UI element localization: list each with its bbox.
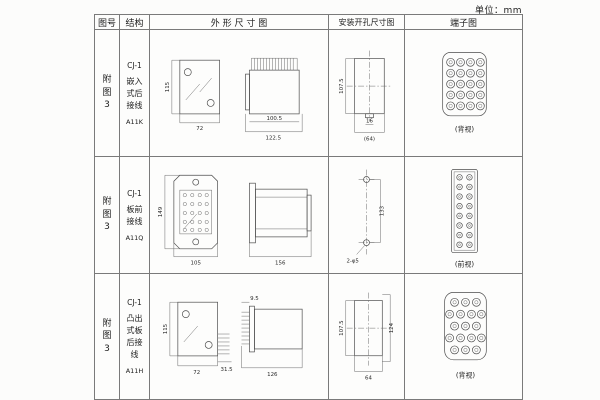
- pointer-line: [185, 83, 200, 100]
- row2-fig-cell: 附图3: [95, 157, 120, 274]
- row2-terminal-drawing: (前视): [451, 168, 478, 268]
- dim-107-5-label: 107.5: [339, 320, 345, 335]
- header-structure: 结构: [120, 15, 150, 30]
- dim-126-label: 126: [267, 371, 278, 377]
- header-fig-no: 图号: [95, 15, 120, 30]
- row2-terminal-cell: (前视): [405, 157, 523, 274]
- terminal-strip-outline: [451, 168, 478, 253]
- row3-terminal-drawing: (背视): [444, 291, 487, 379]
- flange: [249, 182, 256, 243]
- row1-install-drawing: 107.5 16 (64): [339, 50, 393, 142]
- row3-terminal-cell: (背视): [405, 274, 523, 400]
- notch: [365, 112, 374, 118]
- mounting-hole-icon: [192, 238, 200, 245]
- row1-terminal-cell: (背视): [405, 30, 523, 157]
- dim-16-label: 16: [366, 118, 373, 124]
- row1-fig-label: 附图3: [102, 75, 112, 111]
- row2-install-cell: 133 2-φ5: [329, 157, 405, 274]
- flange: [245, 73, 250, 110]
- leader-line: [356, 244, 365, 255]
- row2-structure-cell: CJ-1 板前接线 A11Q: [120, 157, 150, 274]
- dim-149-label: 149: [158, 206, 164, 217]
- row2-model: CJ-1: [127, 188, 142, 198]
- screw-hole-icon: [181, 309, 190, 318]
- header-outline-dims: 外 形 尺 寸 图: [150, 15, 329, 30]
- screw-hole-icon: [204, 340, 213, 349]
- screw-hole-icon: [206, 98, 215, 107]
- dim-115-label: 115: [163, 323, 169, 333]
- row3-structure-text: 凸出式板后接线: [126, 314, 143, 359]
- row1-structure-cell: CJ-1 嵌入式后接线 A11K: [120, 30, 150, 157]
- dim-124-label: 124: [389, 322, 395, 333]
- spec-table: 图号 结构 外 形 尺 寸 图 安装开孔尺寸图 端子图 附图3 CJ-1 嵌入式…: [94, 14, 523, 400]
- dim-122-5-label: 122.5: [265, 135, 281, 141]
- row3-fig-cell: 附图3: [95, 274, 120, 400]
- dim-105-label: 105: [191, 260, 201, 266]
- dim-31-5-label: 31.5: [220, 366, 232, 372]
- dim-115-label: 115: [165, 81, 171, 91]
- dim-72-label: 72: [196, 125, 203, 131]
- unit-label: 单位：mm: [474, 6, 522, 16]
- row1-outline-drawing: 115 72: [165, 57, 303, 141]
- hole-callout-label: 2-φ5: [346, 258, 358, 264]
- row2-side-view: [255, 188, 308, 237]
- row1-terminal-drawing: (背视): [442, 51, 487, 133]
- screw-hole-icon: [183, 67, 192, 76]
- terminal-strip-inner: [453, 171, 476, 250]
- dim-107-5-label: 107.5: [339, 78, 345, 93]
- row3-outline-drawing: 115 72 31.5 9.5: [163, 296, 303, 377]
- dim-64-label: 64: [365, 375, 372, 381]
- row1-model: CJ-1: [127, 60, 142, 70]
- terminal-block-outline: [444, 291, 487, 360]
- dim-9-5-label: 9.5: [250, 296, 259, 302]
- dim-72-label: 72: [193, 369, 200, 375]
- row3-view-label: (背视): [456, 370, 476, 379]
- header-terminal: 端子图: [405, 15, 523, 30]
- terminal-block-outline: [442, 51, 487, 116]
- row3-side-view: [254, 308, 303, 349]
- row2-front-view: [173, 174, 218, 249]
- pointer-line: [183, 213, 197, 229]
- row2-install-drawing: 133 2-φ5: [346, 169, 385, 264]
- row3-install-cell: 107.5 124 64: [329, 274, 405, 400]
- row1-structure-text: 嵌入式后接线: [126, 76, 143, 110]
- pointer-line: [183, 325, 198, 342]
- row2-outline-drawing: 149 105 156: [158, 174, 312, 266]
- flange: [249, 305, 255, 352]
- row3-model: CJ-1: [127, 298, 142, 307]
- row3-code: A11H: [125, 367, 144, 375]
- row2-code: A11Q: [125, 233, 144, 242]
- row3-front-view: [177, 301, 218, 356]
- row2-outline-cell: 149 105 156: [150, 157, 329, 274]
- row1-install-cell: 107.5 16 (64): [329, 30, 405, 157]
- row1-outline-cell: 115 72: [150, 30, 329, 157]
- row1-side-view: [249, 69, 300, 114]
- row3-install-drawing: 107.5 124 64: [339, 292, 395, 381]
- row3-outline-cell: 115 72 31.5 9.5: [150, 274, 329, 400]
- row1-code: A11K: [126, 117, 143, 126]
- mounting-hole-icon: [192, 178, 200, 186]
- row3-structure-cell: CJ-1 凸出式板后接线 A11H: [120, 274, 150, 400]
- dim-133-label: 133: [379, 205, 385, 215]
- end-cap: [306, 194, 312, 231]
- row2-fig-label: 附图3: [102, 197, 112, 233]
- dim-100-5-label: 100.5: [266, 115, 282, 121]
- row2-structure-text: 板前接线: [126, 204, 143, 226]
- row1-front-view: [179, 59, 220, 114]
- row1-fig-cell: 附图3: [95, 30, 120, 157]
- dim-156-label: 156: [275, 260, 286, 266]
- pin-field-outline: [179, 189, 212, 234]
- pointer-line: [199, 77, 212, 92]
- row1-view-label: (背视): [455, 124, 475, 133]
- header-install-dims: 安装开孔尺寸图: [329, 15, 405, 30]
- row2-view-label: (前视): [455, 259, 475, 268]
- row3-fig-label: 附图3: [102, 318, 112, 354]
- dim-64-label: (64): [364, 136, 375, 142]
